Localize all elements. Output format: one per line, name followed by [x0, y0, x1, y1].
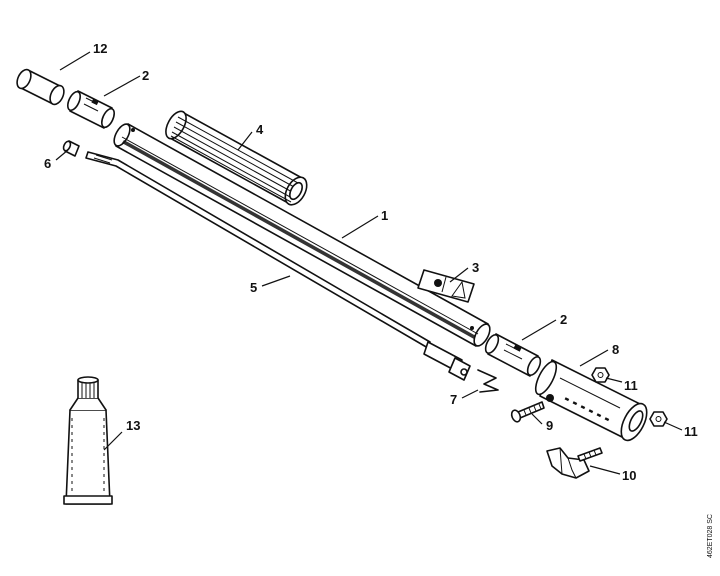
- callout-1: 1: [381, 208, 388, 223]
- leader-2b: [521, 319, 557, 341]
- part-13-grease-tube: [63, 376, 113, 505]
- part-2-connector-upper: [67, 90, 115, 129]
- part-11-nut-lower: [649, 411, 668, 427]
- callout-3: 3: [472, 260, 479, 275]
- callout-5: 5: [250, 280, 257, 295]
- callout-10: 10: [622, 468, 636, 483]
- leader-4: [237, 131, 253, 151]
- part-11-nut-upper: [591, 367, 610, 383]
- leader-10: [589, 465, 621, 475]
- leader-9: [531, 413, 543, 425]
- callout-7: 7: [450, 392, 457, 407]
- part-9-screw: [510, 401, 545, 423]
- leader-12: [59, 51, 91, 71]
- leader-13: [103, 431, 123, 451]
- leader-7: [461, 389, 479, 399]
- leader-11a: [605, 377, 623, 383]
- part-4-grip: [165, 110, 308, 206]
- part-10-star-knob: [546, 447, 603, 479]
- callout-labels: 12 2 4 6 1 3 5 2 8 11 11 7 9 10 13: [44, 41, 698, 483]
- leader-3: [449, 267, 469, 283]
- part-1-main-tube: [113, 123, 491, 347]
- part-6-nut: [62, 140, 80, 157]
- leader-11b: [663, 421, 683, 431]
- part-2-connector-lower: [484, 333, 542, 377]
- callout-11-upper: 11: [624, 378, 638, 393]
- callout-4: 4: [256, 122, 264, 137]
- callout-9: 9: [546, 418, 553, 433]
- leader-6: [55, 149, 69, 161]
- part-7-clip: [477, 369, 499, 393]
- callout-2-lower: 2: [560, 312, 567, 327]
- leader-2a: [103, 75, 141, 97]
- callout-8: 8: [612, 342, 619, 357]
- part-12-end-cap: [16, 68, 65, 106]
- leader-1: [341, 215, 379, 239]
- leader-5: [261, 275, 291, 287]
- part-3-decal: [417, 269, 475, 303]
- part-5-drive-shaft: [85, 151, 471, 381]
- callout-12: 12: [93, 41, 107, 56]
- document-reference: 462ET028 SC: [707, 514, 714, 558]
- callout-6: 6: [44, 156, 51, 171]
- part-8-clamp: [534, 359, 648, 442]
- callout-13: 13: [126, 418, 140, 433]
- leader-lines: [55, 51, 683, 475]
- callout-2-upper: 2: [142, 68, 149, 83]
- leader-8: [579, 349, 609, 367]
- callout-11-lower: 11: [684, 424, 698, 439]
